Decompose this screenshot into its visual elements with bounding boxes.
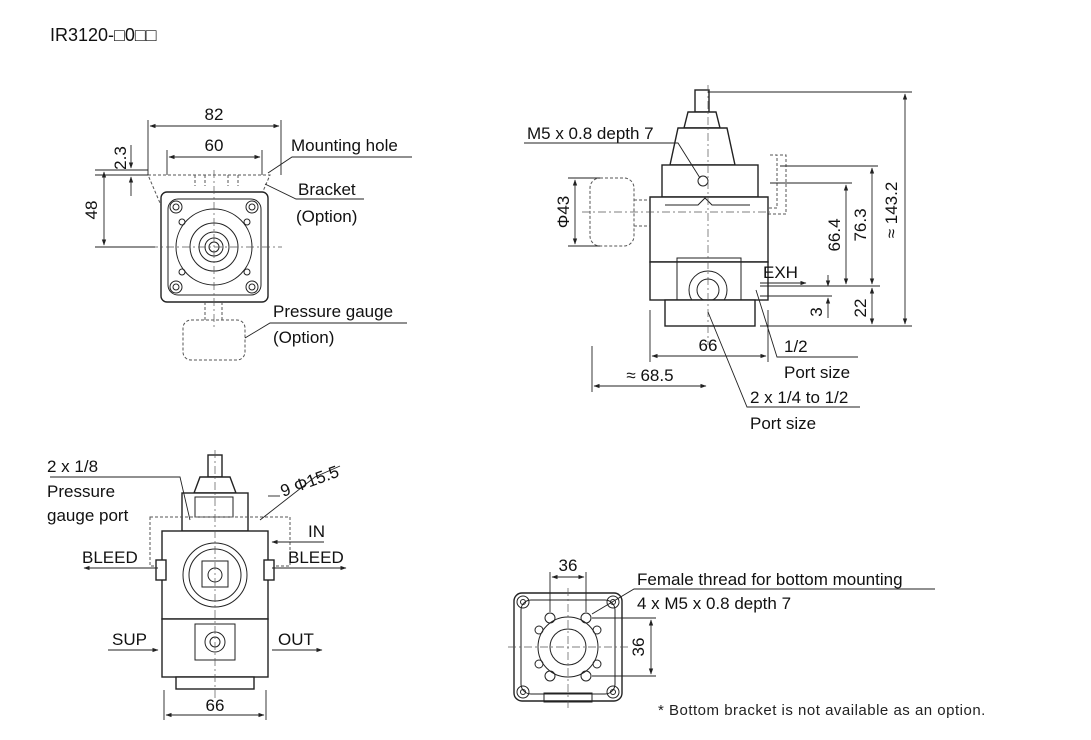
label-m5-holes: 4 x M5 x 0.8 depth 7	[637, 594, 791, 613]
dim-68-5: ≈ 68.5	[626, 366, 673, 385]
label-exh: EXH	[763, 263, 798, 282]
label-pressure: Pressure	[47, 482, 115, 501]
label-gauge-port: gauge port	[47, 506, 129, 525]
label-port-range: 2 x 1/4 to 1/2	[750, 388, 848, 407]
dim-2-3: 2.3	[111, 146, 130, 170]
dim-48: 48	[82, 201, 101, 220]
label-bracket: Bracket	[298, 180, 356, 199]
side-view	[524, 85, 912, 408]
dim-76-3: 76.3	[851, 208, 870, 241]
dim-143-2: ≈ 143.2	[882, 182, 901, 239]
dim-82: 82	[205, 105, 224, 124]
top-view	[95, 120, 412, 361]
model-title: IR3120-□0□□	[50, 25, 157, 45]
label-sup: SUP	[112, 630, 147, 649]
front-view	[50, 450, 347, 720]
dim-66-front: 66	[206, 696, 225, 715]
label-port-size-1: Port size	[784, 363, 850, 382]
dim-66-4: 66.4	[825, 218, 844, 251]
label-in: IN	[308, 522, 325, 541]
dim-60: 60	[205, 136, 224, 155]
dim-phi43: Φ43	[554, 196, 573, 228]
dim-22: 22	[851, 299, 870, 318]
label-port-size-2: Port size	[750, 414, 816, 433]
dim-36-top: 36	[559, 556, 578, 575]
label-out: OUT	[278, 630, 314, 649]
label-bracket-option: (Option)	[296, 207, 357, 226]
footnote: * Bottom bracket is not available as an …	[658, 702, 986, 719]
bottom-view	[508, 572, 935, 708]
dim-9-phi15-5: 9 Φ15.5	[278, 462, 342, 501]
label-female-thread: Female thread for bottom mounting	[637, 570, 903, 589]
dim-3: 3	[807, 307, 826, 316]
label-2x18: 2 x 1/8	[47, 457, 98, 476]
dim-36-side: 36	[629, 638, 648, 657]
label-pressure-gauge: Pressure gauge	[273, 302, 393, 321]
dim-66-side: 66	[699, 336, 718, 355]
label-pressure-gauge-option: (Option)	[273, 328, 334, 347]
label-bleed-left: BLEED	[82, 548, 138, 567]
label-half: 1/2	[784, 337, 808, 356]
label-mounting-hole: Mounting hole	[291, 136, 398, 155]
label-m5: M5 x 0.8 depth 7	[527, 124, 654, 143]
label-bleed-right: BLEED	[288, 548, 344, 567]
